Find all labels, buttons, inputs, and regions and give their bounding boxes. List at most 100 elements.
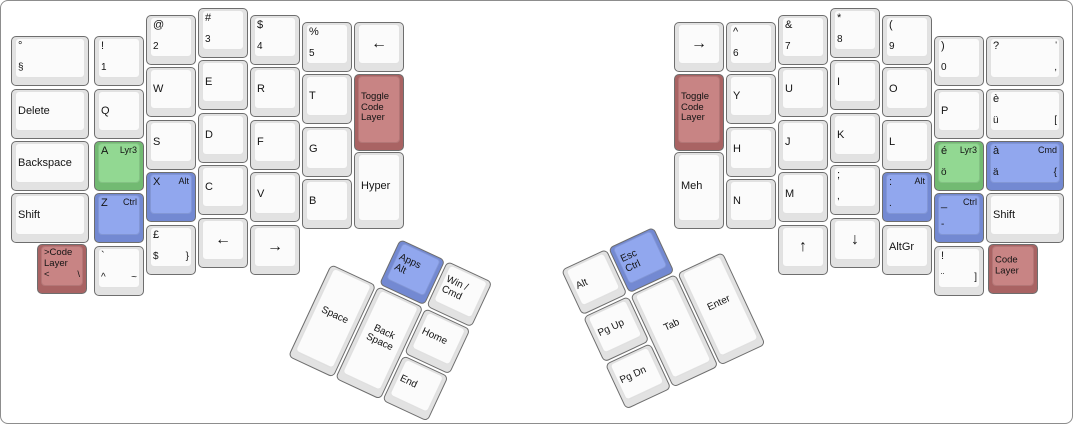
key-r[interactable]: R bbox=[250, 67, 300, 117]
key-j-surface bbox=[782, 122, 824, 162]
key-section[interactable]: °§ bbox=[11, 36, 89, 86]
key-t[interactable]: T bbox=[302, 74, 352, 124]
key-e-grave-surface bbox=[990, 91, 1060, 131]
key-underscore-ctrl[interactable]: _Ctrl- bbox=[934, 193, 984, 243]
key-1-surface bbox=[98, 38, 140, 78]
key-arrow-left-bottom[interactable]: ← bbox=[198, 218, 248, 268]
key-3[interactable]: #3 bbox=[198, 8, 248, 58]
key-c[interactable]: C bbox=[198, 165, 248, 215]
key-s-surface bbox=[150, 122, 192, 162]
key-arrow-left-top[interactable]: ← bbox=[354, 22, 404, 72]
key-toggle-code-layer-left[interactable]: Toggle Code Layer bbox=[354, 74, 404, 151]
key-shift-right[interactable]: Shift bbox=[986, 193, 1064, 243]
key-5[interactable]: %5 bbox=[302, 22, 352, 72]
key-2-surface bbox=[150, 17, 192, 57]
key-u[interactable]: U bbox=[778, 67, 828, 117]
key-a-surface bbox=[98, 143, 140, 183]
key-d-surface bbox=[202, 115, 244, 155]
key-z-surface bbox=[98, 195, 140, 235]
key-arrow-up[interactable]: ↑ bbox=[778, 225, 828, 275]
key-3-surface bbox=[202, 10, 244, 50]
key-i[interactable]: I bbox=[830, 60, 880, 110]
key-exclamation-surface bbox=[938, 248, 980, 288]
key-question[interactable]: ?', bbox=[986, 36, 1064, 86]
key-arrow-right-bottom[interactable]: → bbox=[250, 225, 300, 275]
key-7-surface bbox=[782, 17, 824, 57]
key-h[interactable]: H bbox=[726, 127, 776, 177]
key-o[interactable]: O bbox=[882, 67, 932, 117]
key-k[interactable]: K bbox=[830, 113, 880, 163]
key-i-surface bbox=[834, 62, 876, 102]
key-0[interactable]: )0 bbox=[934, 36, 984, 86]
key-1[interactable]: !1 bbox=[94, 36, 144, 86]
key-4-surface bbox=[254, 17, 296, 57]
key-j[interactable]: J bbox=[778, 120, 828, 170]
key-0-surface bbox=[938, 38, 980, 78]
key-shift-left-surface bbox=[15, 195, 85, 235]
key-2[interactable]: @2 bbox=[146, 15, 196, 65]
key-alt-thumb-surface bbox=[565, 252, 621, 307]
key-v-surface bbox=[254, 174, 296, 214]
key-exclamation[interactable]: !¨] bbox=[934, 246, 984, 296]
key-p[interactable]: P bbox=[934, 89, 984, 139]
key-code-layer-left[interactable]: >Code Layer<\ bbox=[37, 244, 87, 294]
key-q[interactable]: Q bbox=[94, 89, 144, 139]
key-shift-left[interactable]: Shift bbox=[11, 193, 89, 243]
key-t-surface bbox=[306, 76, 348, 116]
key-arrow-right-top[interactable]: → bbox=[674, 22, 724, 72]
key-colon-alt-surface bbox=[886, 174, 928, 214]
key-6[interactable]: ^6 bbox=[726, 22, 776, 72]
key-semicolon[interactable]: ;, bbox=[830, 165, 880, 215]
key-backspace[interactable]: Backspace bbox=[11, 141, 89, 191]
key-colon-alt[interactable]: :Alt. bbox=[882, 172, 932, 222]
key-backspace-surface bbox=[15, 143, 85, 183]
key-altgr[interactable]: AltGr bbox=[882, 225, 932, 275]
key-y[interactable]: Y bbox=[726, 74, 776, 124]
key-s[interactable]: S bbox=[146, 120, 196, 170]
key-m-surface bbox=[782, 174, 824, 214]
key-question-surface bbox=[990, 38, 1060, 78]
key-d[interactable]: D bbox=[198, 113, 248, 163]
key-arrow-down[interactable]: ↓ bbox=[830, 218, 880, 268]
key-toggle-code-layer-right[interactable]: Toggle Code Layer bbox=[674, 74, 724, 151]
key-8[interactable]: *8 bbox=[830, 8, 880, 58]
key-c-surface bbox=[202, 167, 244, 207]
key-q-surface bbox=[98, 91, 140, 131]
key-p-surface bbox=[938, 91, 980, 131]
key-n[interactable]: N bbox=[726, 179, 776, 229]
key-g[interactable]: G bbox=[302, 127, 352, 177]
key-shift-right-surface bbox=[990, 195, 1060, 235]
key-pound[interactable]: £$} bbox=[146, 225, 196, 275]
key-circumflex[interactable]: `^~ bbox=[94, 246, 144, 296]
key-4[interactable]: $4 bbox=[250, 15, 300, 65]
key-n-surface bbox=[730, 181, 772, 221]
key-o-surface bbox=[886, 69, 928, 109]
key-b-surface bbox=[306, 181, 348, 221]
key-toggle-code-layer-right-surface bbox=[678, 76, 720, 143]
key-hyper[interactable]: Hyper bbox=[354, 152, 404, 229]
key-e[interactable]: E bbox=[198, 60, 248, 110]
key-code-layer-right[interactable]: Code Layer bbox=[988, 244, 1038, 294]
key-meh[interactable]: Meh bbox=[674, 152, 724, 229]
key-9[interactable]: (9 bbox=[882, 15, 932, 65]
key-pound-surface bbox=[150, 227, 192, 267]
key-h-surface bbox=[730, 129, 772, 169]
key-7[interactable]: &7 bbox=[778, 15, 828, 65]
key-circumflex-surface bbox=[98, 248, 140, 288]
key-arrow-right-bottom-surface bbox=[254, 227, 296, 267]
key-delete[interactable]: Delete bbox=[11, 89, 89, 139]
key-w[interactable]: W bbox=[146, 67, 196, 117]
key-f[interactable]: F bbox=[250, 120, 300, 170]
key-hyper-surface bbox=[358, 154, 400, 221]
key-l[interactable]: L bbox=[882, 120, 932, 170]
key-v[interactable]: V bbox=[250, 172, 300, 222]
key-m[interactable]: M bbox=[778, 172, 828, 222]
key-b[interactable]: B bbox=[302, 179, 352, 229]
